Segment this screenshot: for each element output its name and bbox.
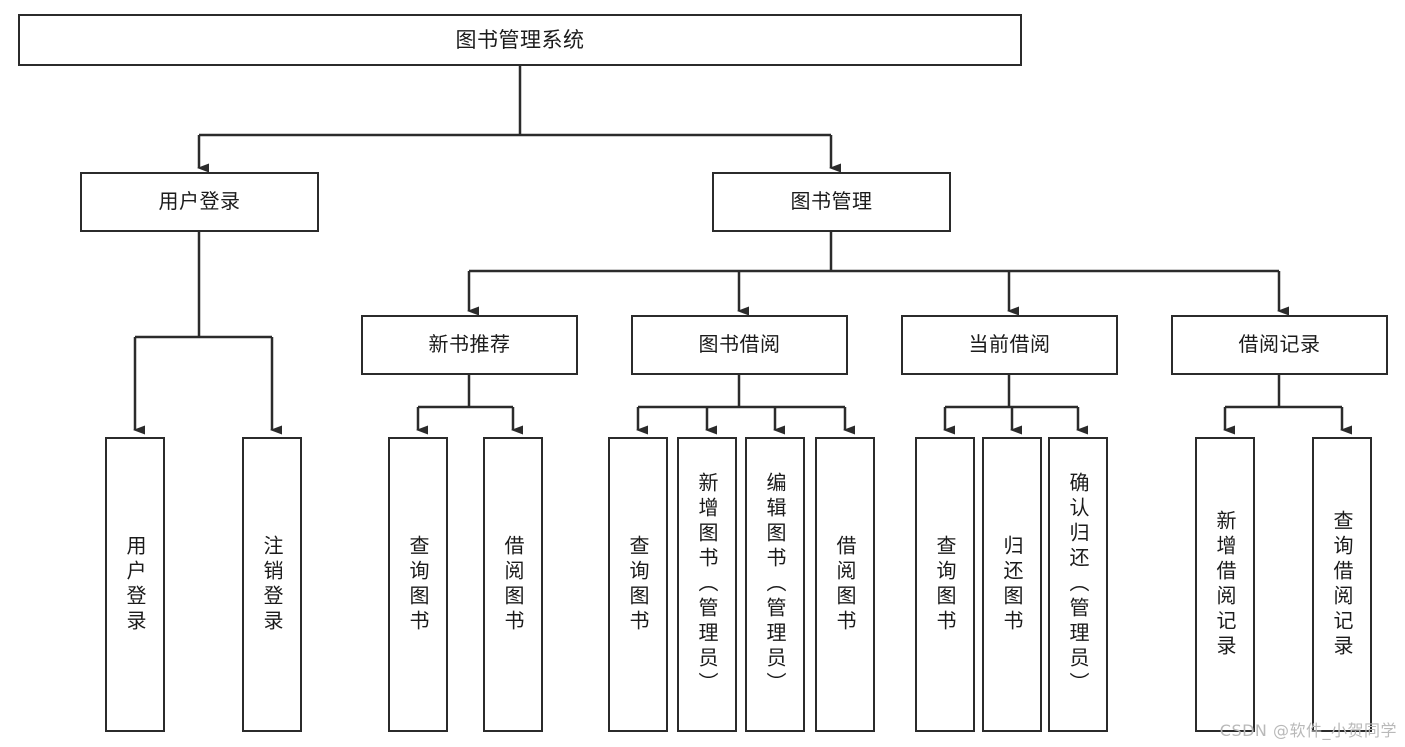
leaf-user-login-signout[interactable]: 注销登录 bbox=[242, 437, 302, 732]
node-label: 图书管理系统 bbox=[455, 27, 585, 52]
node-borrow-record[interactable]: 借阅记录 bbox=[1171, 315, 1388, 375]
leaf-newbook-query-book[interactable]: 查询图书 bbox=[388, 437, 448, 732]
node-label: 借阅图书 bbox=[833, 534, 857, 635]
node-label: 图书管理 bbox=[790, 189, 873, 214]
node-book-management[interactable]: 图书管理 bbox=[712, 172, 951, 232]
node-label: 用户登录 bbox=[123, 534, 147, 635]
watermark: CSDN @软件_小贺同学 bbox=[1219, 721, 1397, 740]
node-label: 编辑图书（管理员） bbox=[763, 472, 787, 697]
node-label: 查询图书 bbox=[406, 534, 430, 635]
node-book-borrow[interactable]: 图书借阅 bbox=[631, 315, 848, 375]
node-label: 借阅记录 bbox=[1238, 332, 1321, 357]
leaf-user-login-signin[interactable]: 用户登录 bbox=[105, 437, 165, 732]
leaf-borrow-query-book[interactable]: 查询图书 bbox=[608, 437, 668, 732]
node-root-book-management-system[interactable]: 图书管理系统 bbox=[18, 14, 1022, 66]
leaf-record-add-borrow-record[interactable]: 新增借阅记录 bbox=[1195, 437, 1255, 732]
node-user-login[interactable]: 用户登录 bbox=[80, 172, 319, 232]
leaf-borrow-edit-book-admin[interactable]: 编辑图书（管理员） bbox=[745, 437, 805, 732]
leaf-newbook-borrow-book[interactable]: 借阅图书 bbox=[483, 437, 543, 732]
node-label: 注销登录 bbox=[260, 534, 284, 635]
node-label: 新增借阅记录 bbox=[1213, 509, 1237, 660]
node-label: 新书推荐 bbox=[428, 332, 511, 357]
leaf-current-query-book[interactable]: 查询图书 bbox=[915, 437, 975, 732]
leaf-borrow-borrow-book[interactable]: 借阅图书 bbox=[815, 437, 875, 732]
node-label: 借阅图书 bbox=[501, 534, 525, 635]
node-label: 用户登录 bbox=[158, 189, 241, 214]
node-label: 确认归还（管理员） bbox=[1066, 472, 1090, 697]
node-new-book-recommend[interactable]: 新书推荐 bbox=[361, 315, 578, 375]
node-label: 当前借阅 bbox=[968, 332, 1051, 357]
leaf-current-return-book[interactable]: 归还图书 bbox=[982, 437, 1042, 732]
node-label: 归还图书 bbox=[1000, 534, 1024, 635]
node-current-borrow[interactable]: 当前借阅 bbox=[901, 315, 1118, 375]
node-label: 新增图书（管理员） bbox=[695, 472, 719, 697]
node-label: 图书借阅 bbox=[698, 332, 781, 357]
leaf-record-query-borrow-record[interactable]: 查询借阅记录 bbox=[1312, 437, 1372, 732]
node-label: 查询图书 bbox=[933, 534, 957, 635]
leaf-current-confirm-return-admin[interactable]: 确认归还（管理员） bbox=[1048, 437, 1108, 732]
leaf-borrow-add-book-admin[interactable]: 新增图书（管理员） bbox=[677, 437, 737, 732]
node-label: 查询借阅记录 bbox=[1330, 509, 1354, 660]
node-label: 查询图书 bbox=[626, 534, 650, 635]
